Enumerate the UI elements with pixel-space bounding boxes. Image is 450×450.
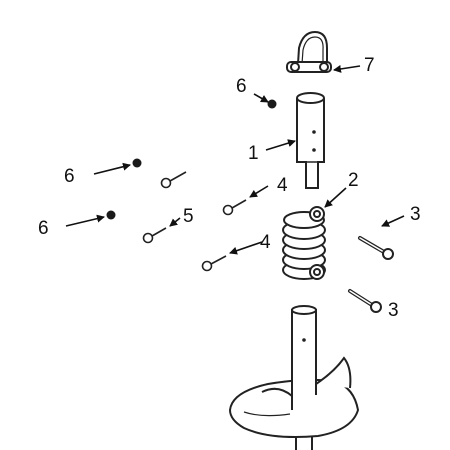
leader-3-upper	[381, 215, 405, 227]
callout-label-1: 1	[248, 143, 259, 164]
leader-arrows	[65, 64, 405, 255]
bolt-part-3-lower	[348, 289, 382, 313]
linch-pin-part-7	[286, 30, 332, 73]
bolt-part-3-upper	[358, 236, 394, 260]
leader-6-mid	[93, 162, 131, 175]
callout-label-3-lower: 3	[388, 300, 399, 321]
callout-label-2: 2	[348, 170, 359, 191]
fastener-part-4-lower	[201, 255, 227, 272]
leader-6-low	[65, 214, 105, 227]
shaft-tube-part-1	[296, 92, 325, 189]
fastener-part-4-upper	[222, 199, 247, 216]
fastener-part-5-upper	[160, 171, 187, 189]
leader-4-lower	[229, 241, 263, 255]
leader-7	[333, 64, 361, 73]
callout-label-6-mid: 6	[64, 166, 75, 187]
auger-shaft-and-flight	[228, 305, 360, 450]
callout-label-6-top: 6	[236, 76, 247, 97]
callout-label-7: 7	[364, 55, 375, 76]
leader-5	[169, 217, 181, 227]
callout-label-4-upper: 4	[277, 175, 288, 196]
leader-1	[265, 139, 296, 151]
callout-label-3-upper: 3	[410, 204, 421, 225]
fastener-part-5-lower	[142, 227, 167, 244]
nut-part-6-mid	[132, 158, 142, 168]
callout-label-6-low: 6	[38, 218, 49, 239]
callout-label-4-lower: 4	[260, 232, 271, 253]
leader-2	[324, 187, 347, 208]
leader-6-top	[253, 93, 269, 103]
callout-labels: 7 6 1 2 6 4 3 6 5 4 3	[38, 55, 421, 321]
callout-label-5: 5	[183, 206, 194, 227]
nut-part-6-top	[267, 99, 277, 109]
spring-part-2	[282, 206, 326, 280]
nut-part-6-low	[106, 210, 116, 220]
leader-4-upper	[249, 185, 269, 198]
